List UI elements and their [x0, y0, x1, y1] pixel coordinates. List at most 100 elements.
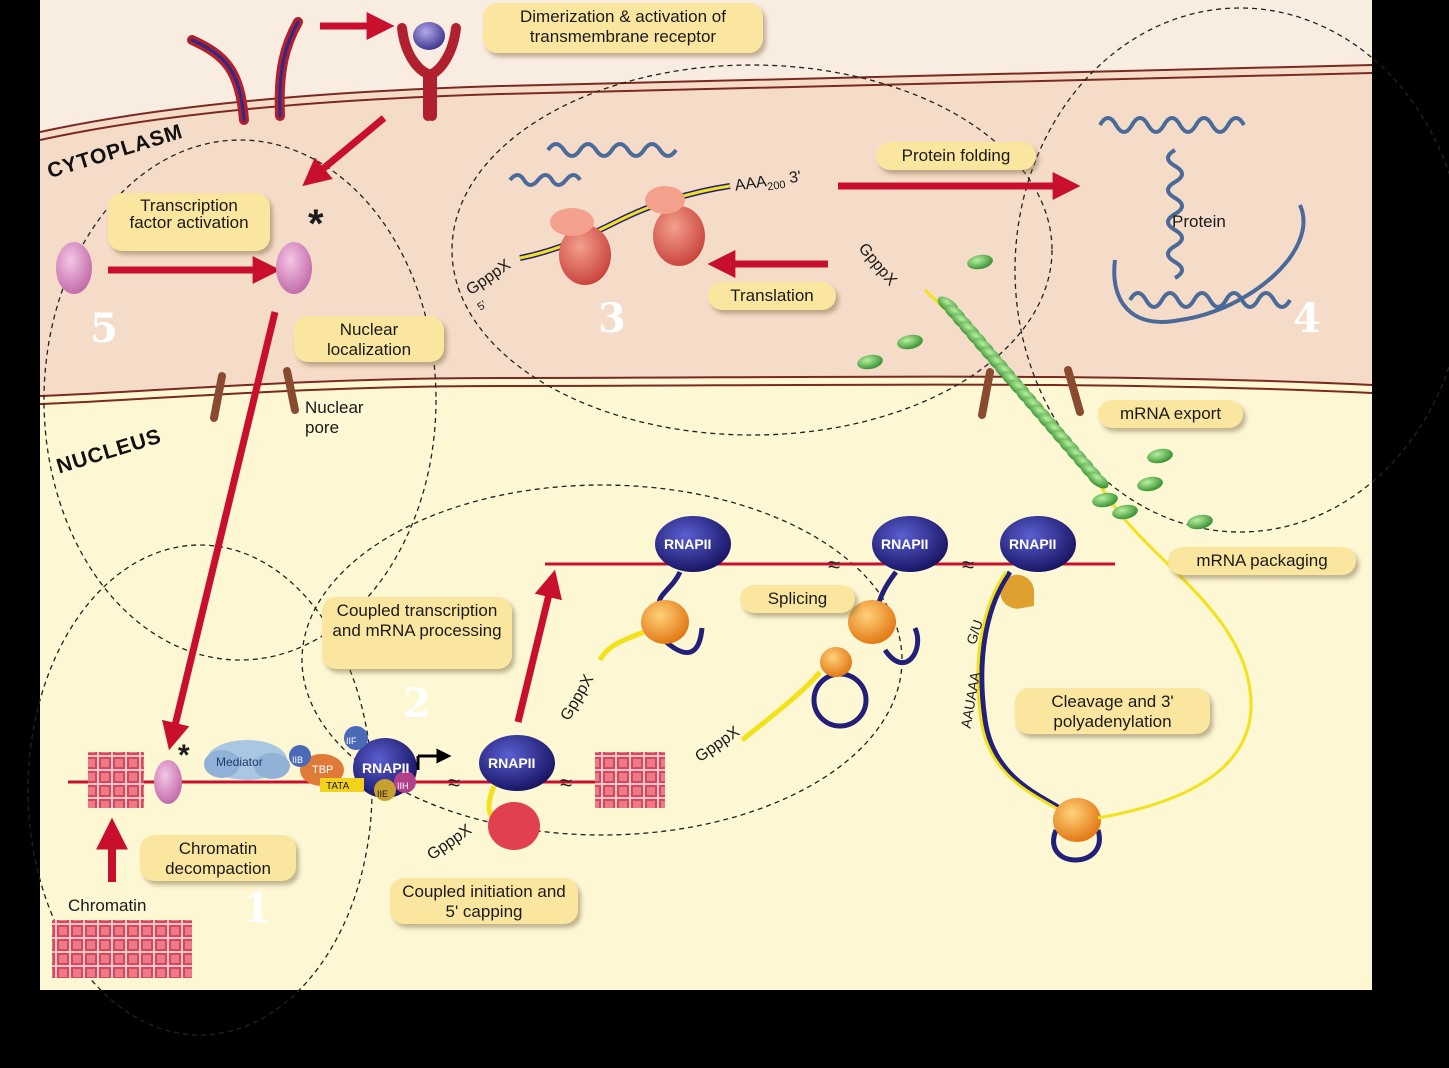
dna-gap-mark: ≈	[962, 552, 974, 577]
mrnp-protein	[967, 254, 993, 270]
label-coupled-initiation: Coupled initiation and 5' capping	[390, 878, 578, 924]
tfiif	[344, 726, 368, 750]
nuclear-envelope-inner	[39, 383, 1373, 405]
mrnp-protein	[1187, 514, 1213, 530]
label-splicing: Splicing	[740, 585, 855, 613]
step-number-4: 4	[1293, 295, 1321, 342]
dna-gap-mark: ≈	[560, 770, 572, 795]
nuclear-pore-export-left	[978, 368, 994, 419]
rnapii-splicing-2	[872, 516, 948, 572]
mrnp-protein	[1147, 448, 1173, 464]
nuclear-pore-left	[210, 372, 226, 422]
nuclear-pore-right	[283, 367, 299, 414]
tata-label: TATA	[326, 781, 350, 792]
activation-star: *	[178, 739, 190, 772]
transcription-factor-bound	[154, 760, 182, 804]
receptor-dimer-right	[427, 23, 461, 121]
rnapii-cleavage	[1000, 516, 1076, 572]
label-translation: Translation	[708, 282, 836, 310]
mrnp-protein	[1137, 476, 1163, 492]
nuclear-pore-export-right	[1064, 366, 1084, 416]
ribosome-small	[550, 208, 594, 236]
receptor-monomer-left-core	[190, 38, 246, 122]
label-tf-activation: Transcription factor activation	[108, 193, 270, 251]
ribosome-large	[559, 225, 611, 285]
cleavage-factor	[1000, 574, 1035, 609]
rnapii-splicing-1	[655, 516, 731, 572]
nascent-polypeptide	[508, 173, 582, 187]
chromatin-block-right	[595, 752, 665, 808]
plasma-membrane	[39, 64, 1373, 133]
mrnp-proteins	[857, 254, 1213, 530]
step-number-5: 5	[90, 305, 118, 352]
tfiif-label: IIF	[346, 736, 357, 746]
polya-loop	[1051, 829, 1102, 863]
step-number-1: 1	[243, 885, 271, 932]
rnapii-capping	[479, 735, 555, 791]
dna-gap-mark: ≈	[448, 770, 460, 795]
label-chromatin-decompaction: Chromatin decompaction	[140, 835, 296, 881]
polya-polymerase	[1053, 798, 1101, 842]
plasma-membrane-inner	[39, 72, 1373, 141]
spliceosome	[848, 600, 896, 644]
spliceosome-small	[820, 647, 852, 677]
step-number-3: 3	[598, 295, 626, 342]
mrnp-protein	[897, 334, 923, 350]
ribosome-large	[653, 206, 705, 266]
mediator-label: Mediator	[216, 755, 263, 769]
tfiib-label: IIB	[292, 755, 304, 765]
polya-length: 200	[766, 178, 787, 194]
rnapii-label: RNAPII	[488, 755, 536, 771]
tfiih-label: IIH	[397, 781, 409, 791]
mediator-complex	[204, 740, 290, 780]
label-protein: Protein	[1172, 212, 1226, 231]
step-4-circle	[1014, 7, 1449, 533]
rnapii-label: RNAPII	[664, 536, 712, 552]
label-chromatin: Chromatin	[68, 896, 147, 915]
receptor-monomer-right-core	[278, 20, 300, 118]
arrow-elongation	[514, 569, 562, 723]
tata-box	[320, 778, 364, 792]
activation-star: *	[308, 202, 324, 246]
tbp-label: TBP	[312, 764, 334, 776]
nuclear-envelope	[39, 375, 1373, 397]
intron-loop	[882, 626, 921, 666]
mrna-3prime	[976, 571, 1073, 821]
rnapii-label: RNAPII	[362, 760, 410, 776]
capping-enzyme	[488, 802, 540, 850]
transcription-factor-inactive	[56, 242, 92, 294]
tfiih	[394, 771, 416, 793]
mrnp-protein	[1092, 492, 1118, 508]
tfiib	[289, 745, 311, 767]
step-2-circle	[301, 484, 903, 836]
label-mrna-packaging: mRNA packaging	[1168, 547, 1356, 575]
ligand	[413, 22, 445, 50]
arrow-receptor-to-tf	[302, 115, 387, 187]
label-dimerization: Dimerization & activation of transmembra…	[483, 3, 763, 53]
mrna-cytoplasmic	[519, 184, 731, 260]
nascent-polypeptide	[546, 142, 678, 158]
step-number-2: 2	[403, 680, 431, 727]
label-mrna-export: mRNA export	[1098, 400, 1243, 428]
transcription-factor-active	[276, 242, 312, 294]
chromatin-block-left	[88, 752, 144, 808]
label-nuclear-pore: Nuclear pore	[305, 398, 364, 437]
label-protein-folding: Protein folding	[876, 142, 1036, 170]
tfiie	[374, 779, 396, 801]
mrna-spliced	[740, 670, 822, 742]
rnapii-label: RNAPII	[881, 536, 929, 552]
spliceosome	[641, 600, 689, 644]
label-cleavage: Cleavage and 3' polyadenylation	[1015, 688, 1210, 734]
ribosome-small	[645, 186, 685, 214]
mrna-3prime-strand	[979, 570, 1077, 822]
folded-protein	[1098, 116, 1306, 324]
mrnp-protein	[857, 354, 883, 370]
step-3-circle	[451, 64, 1053, 436]
arrow-nuclear-import	[162, 311, 279, 751]
step-5-circle	[43, 139, 437, 661]
dna-gap-mark: ≈	[828, 552, 840, 577]
label-coupled-transcription: Coupled transcription and mRNA processin…	[322, 597, 512, 669]
rnapii-label: RNAPII	[1009, 536, 1057, 552]
mrnp-protein	[1112, 504, 1138, 520]
